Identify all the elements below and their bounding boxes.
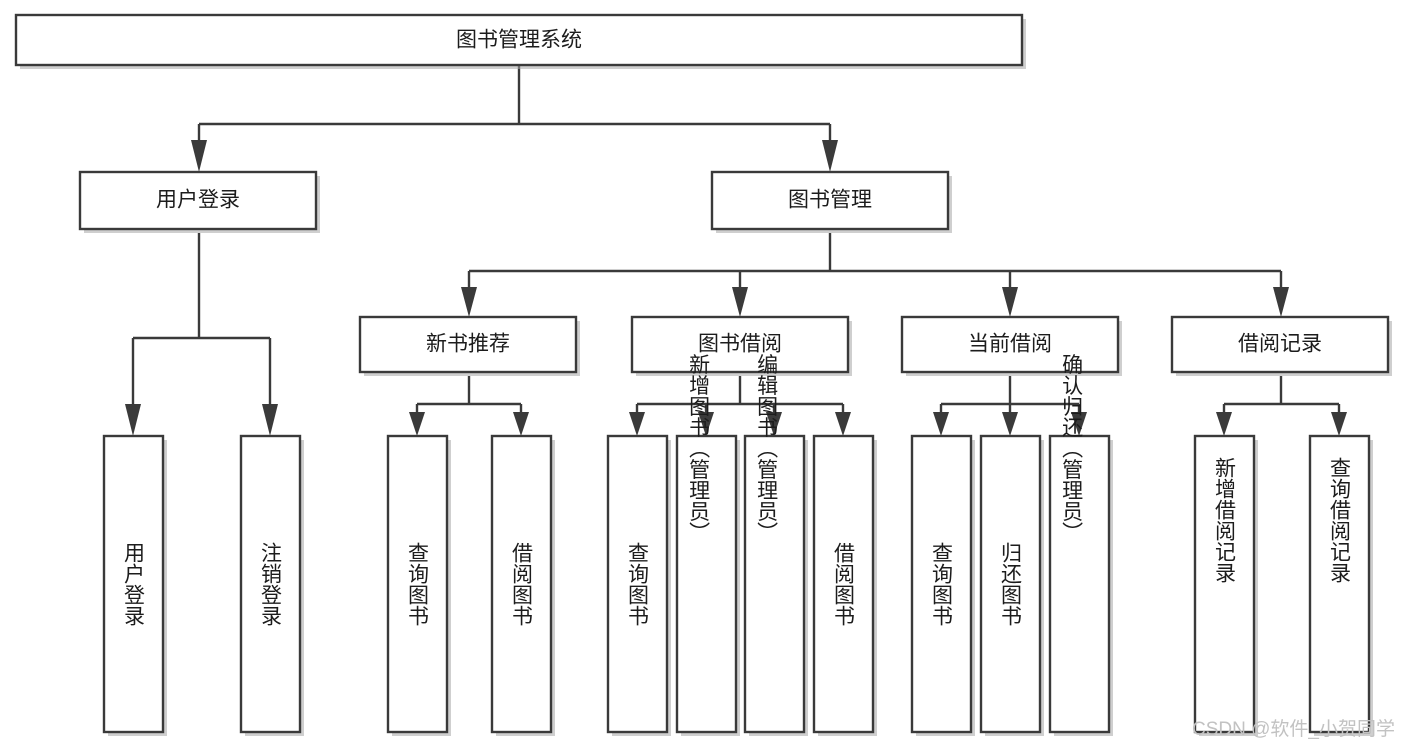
node-current-borrow-label: 当前借阅 <box>968 333 1052 356</box>
arrow-bookborrow-to-leaf4 <box>835 412 851 436</box>
node-new-book-rec-label: 新书推荐 <box>426 333 510 356</box>
node-book-borrow[interactable]: 图书借阅 <box>630 315 852 376</box>
arrow-bookmanage-to-bookborrow <box>732 287 748 317</box>
node-title-box[interactable] <box>14 13 1024 67</box>
node-leaf-logout-login-label: 注销登录 <box>259 542 283 626</box>
node-new-book-rec[interactable]: 新书推荐 <box>358 315 580 376</box>
node-leaf-query-book-2-box[interactable] <box>606 434 669 734</box>
node-leaf-confirm-return[interactable]: 确认归还（管理员） <box>1048 354 1113 737</box>
node-leaf-edit-book[interactable]: 编辑图书（管理员） <box>743 354 808 737</box>
node-leaf-user-login-label: 用户登录 <box>122 542 146 626</box>
node-leaf-return-book-label: 归还图书 <box>999 542 1023 626</box>
node-leaf-query-record[interactable]: 查询借阅记录 <box>1308 434 1373 736</box>
node-leaf-logout-login-box[interactable] <box>239 434 302 734</box>
node-leaf-query-book-3-label: 查询图书 <box>930 542 954 626</box>
node-leaf-query-book-3-box[interactable] <box>910 434 973 734</box>
arrow-currentborrow-to-leaf1 <box>933 412 949 436</box>
node-leaf-borrow-book-2-label: 借阅图书 <box>832 542 856 626</box>
arrow-bookborrow-to-leaf1 <box>629 412 645 436</box>
arrow-newbook-to-leaf2 <box>513 412 529 436</box>
node-current-borrow[interactable]: 当前借阅 <box>900 315 1122 376</box>
node-leaf-add-book-label: 新增图书（管理员） <box>687 354 711 543</box>
node-leaf-edit-book-label: 编辑图书（管理员） <box>755 354 779 543</box>
node-leaf-query-record-label: 查询借阅记录 <box>1328 457 1352 583</box>
node-leaf-query-record-box[interactable] <box>1308 434 1371 734</box>
node-leaf-query-book-1-box[interactable] <box>386 434 449 734</box>
node-leaf-query-book-2[interactable]: 查询图书 <box>606 434 671 736</box>
arrow-borrowrecord-to-leaf1 <box>1216 412 1232 436</box>
node-leaf-return-book-box[interactable] <box>979 434 1042 734</box>
node-user-login-label: 用户登录 <box>156 189 240 212</box>
node-leaf-borrow-book-2-box[interactable] <box>812 434 875 734</box>
node-leaf-add-record-label: 新增借阅记录 <box>1213 457 1237 583</box>
node-leaf-edit-book-box[interactable] <box>743 434 806 734</box>
arrow-userlogin-to-leaf2 <box>262 404 278 436</box>
node-leaf-borrow-book-1-label: 借阅图书 <box>510 542 534 626</box>
arrow-currentborrow-to-leaf3 <box>1071 412 1087 436</box>
node-leaf-query-book-1[interactable]: 查询图书 <box>386 434 451 736</box>
arrow-bookmanage-to-newbook <box>461 287 477 317</box>
node-leaf-user-login-box[interactable] <box>102 434 165 734</box>
node-leaf-add-book[interactable]: 新增图书（管理员） <box>675 354 740 737</box>
node-leaf-add-book-box[interactable] <box>675 434 738 734</box>
node-book-manage[interactable]: 图书管理 <box>710 170 952 233</box>
node-book-borrow-label: 图书借阅 <box>698 333 782 356</box>
arrow-bookborrow-to-leaf3 <box>766 412 782 436</box>
watermark-label: CSDN @软件_小贺同学 <box>1192 718 1395 740</box>
arrow-bookborrow-to-leaf2 <box>698 412 714 436</box>
arrow-bookmanage-to-borrowrecord <box>1273 287 1289 317</box>
node-leaf-borrow-book-1[interactable]: 借阅图书 <box>490 434 555 736</box>
arrow-root-to-bookmanage <box>822 140 838 172</box>
node-borrow-record-box[interactable] <box>1170 315 1390 374</box>
node-leaf-borrow-book-2[interactable]: 借阅图书 <box>812 434 877 736</box>
node-title[interactable]: 图书管理系统 <box>14 13 1026 69</box>
node-leaf-query-book-2-label: 查询图书 <box>626 542 650 626</box>
node-book-borrow-box[interactable] <box>630 315 850 374</box>
node-book-manage-label: 图书管理 <box>788 189 872 212</box>
arrow-userlogin-to-leaf1 <box>125 404 141 436</box>
arrow-currentborrow-to-leaf2 <box>1002 412 1018 436</box>
node-leaf-borrow-book-1-box[interactable] <box>490 434 553 734</box>
arrow-root-to-userlogin <box>191 140 207 172</box>
node-user-login-box[interactable] <box>78 170 318 231</box>
node-title-label: 图书管理系统 <box>456 29 582 52</box>
node-new-book-rec-box[interactable] <box>358 315 578 374</box>
node-borrow-record[interactable]: 借阅记录 <box>1170 315 1392 376</box>
node-leaf-confirm-return-box[interactable] <box>1048 434 1111 734</box>
node-leaf-query-book-3[interactable]: 查询图书 <box>910 434 975 736</box>
node-leaf-add-record[interactable]: 新增借阅记录 <box>1193 434 1258 736</box>
node-current-borrow-box[interactable] <box>900 315 1120 374</box>
arrow-bookmanage-to-currentborrow <box>1002 287 1018 317</box>
node-leaf-query-book-1-label: 查询图书 <box>406 542 430 626</box>
node-leaf-logout-login[interactable]: 注销登录 <box>239 434 304 736</box>
arrow-borrowrecord-to-leaf2 <box>1331 412 1347 436</box>
connector-layer <box>125 66 1347 436</box>
arrow-newbook-to-leaf1 <box>409 412 425 436</box>
node-leaf-return-book[interactable]: 归还图书 <box>979 434 1044 736</box>
node-borrow-record-label: 借阅记录 <box>1238 333 1322 356</box>
node-leaf-confirm-return-label: 确认归还（管理员） <box>1060 354 1084 543</box>
node-book-manage-box[interactable] <box>710 170 950 231</box>
node-user-login[interactable]: 用户登录 <box>78 170 320 233</box>
node-leaf-add-record-box[interactable] <box>1193 434 1256 734</box>
node-leaf-user-login[interactable]: 用户登录 <box>102 434 167 736</box>
